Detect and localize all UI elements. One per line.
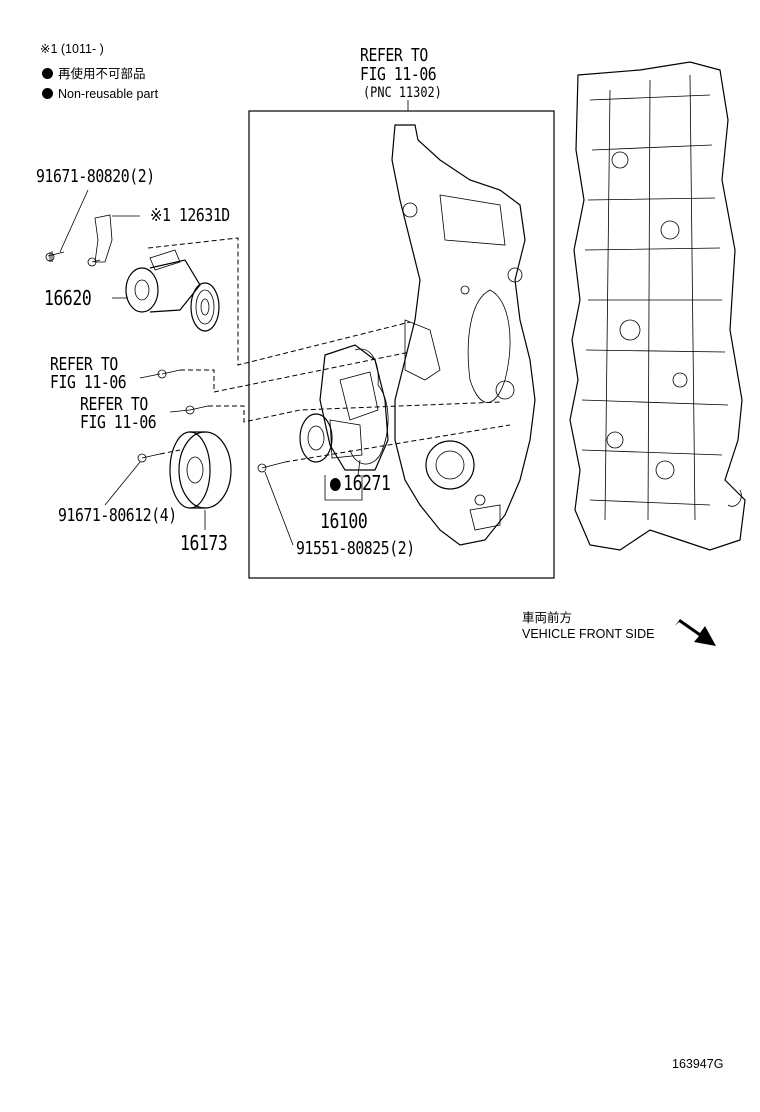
part-91671-80820[interactable]: 91671-80820(2) <box>36 166 155 187</box>
legend-non-reusable-en: Non-reusable part <box>42 88 158 101</box>
part-91551-80825[interactable]: 91551-80825(2) <box>296 538 415 559</box>
part-16173[interactable]: 16173 <box>180 531 228 555</box>
non-reusable-dot-icon <box>42 88 53 99</box>
bracket-drawing <box>94 214 113 263</box>
water-pump-drawing <box>299 344 389 471</box>
assembly-frame <box>248 110 555 579</box>
part-16620[interactable]: 16620 <box>44 286 92 310</box>
refer-b-line1[interactable]: REFER TO <box>80 394 148 415</box>
gasket-drawing <box>349 348 389 465</box>
engine-block-drawing <box>569 61 746 551</box>
refer-b-line2[interactable]: FIG 11-06 <box>80 412 157 433</box>
direction-jp: 車両前方 <box>522 611 573 625</box>
refer-a-line1[interactable]: REFER TO <box>50 354 118 375</box>
part-91671-80612[interactable]: 91671-80612(4) <box>58 505 177 526</box>
refer-a-line2[interactable]: FIG 11-06 <box>50 372 127 393</box>
refer-top-line2[interactable]: FIG 11-06 <box>360 64 437 85</box>
refer-top-pnc[interactable]: (PNC 11302) <box>363 85 442 101</box>
legend-non-reusable-jp: 再使用不可部品 <box>42 68 146 81</box>
tensioner-drawing <box>125 249 220 332</box>
bolt-drawings <box>45 251 286 473</box>
legend-condition: ※1 (1011- ) <box>40 42 104 56</box>
non-reusable-dot-icon <box>330 478 341 491</box>
part-16271[interactable]: 16271 <box>330 473 391 493</box>
part-12631D[interactable]: ※1 12631D <box>150 205 230 226</box>
refer-top-line1[interactable]: REFER TO <box>360 45 428 66</box>
direction-en: VEHICLE FRONT SIDE <box>522 627 655 641</box>
non-reusable-dot-icon <box>42 68 53 79</box>
front-direction-arrow-icon <box>675 619 716 646</box>
alignment-lines <box>147 237 511 463</box>
figure-id: 163947G <box>672 1057 724 1071</box>
label-leaders <box>59 189 363 546</box>
part-16100[interactable]: 16100 <box>320 509 368 533</box>
pulley-drawing <box>169 431 232 509</box>
timing-cover-drawing <box>391 124 536 546</box>
